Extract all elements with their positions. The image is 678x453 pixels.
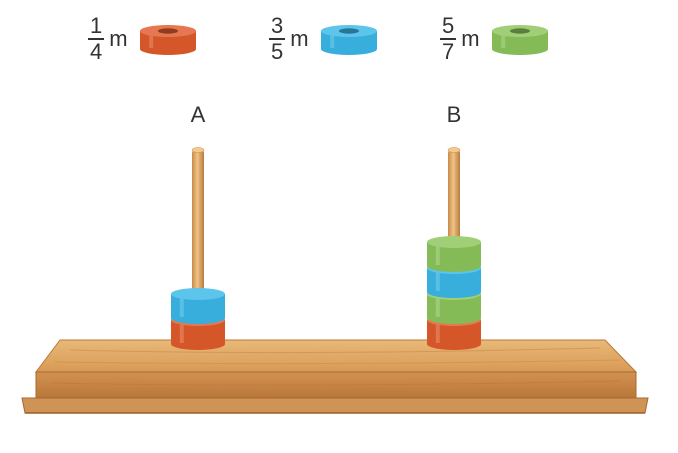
fraction: 1 4 [88,13,105,64]
blue-ring [171,288,225,324]
legend-item-quarter: 1 4 m [88,14,198,64]
rod-label-a: A [190,102,206,127]
rod-label-b: B [446,102,462,127]
unit-label: m [109,26,128,51]
green-ring-icon [491,25,548,55]
green-ring [427,236,481,272]
orange-ring-icon [139,25,196,55]
fraction: 5 7 [440,13,457,64]
fraction-numerator: 3 [269,13,286,40]
fraction-denominator: 5 [271,39,284,64]
unit-label: m [461,26,480,51]
legend-item-five-sevenths: 5 7 m [440,14,550,64]
ring-stack-b [427,236,481,350]
legend-item-three-fifths: 3 5 m [269,14,379,64]
ring-stack-a [171,288,225,350]
fraction-numerator: 1 [88,13,105,40]
ring-shape [320,25,377,55]
wooden-base [21,339,649,414]
ring-shape [139,25,196,55]
fraction-numerator: 5 [440,13,457,40]
fraction-denominator: 7 [442,39,455,64]
ring-shape [491,25,548,55]
fraction: 3 5 [269,13,286,64]
unit-label: m [290,26,309,51]
blue-ring-icon [320,25,377,55]
fraction-denominator: 4 [90,39,103,64]
